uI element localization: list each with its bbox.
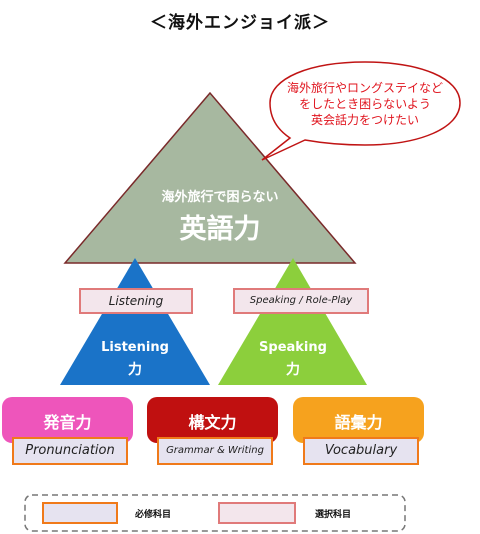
listening-elective-tag: Listening: [79, 288, 193, 314]
syntax-block: 構文力: [147, 397, 278, 443]
speech-bubble: [261, 61, 461, 161]
vocabulary-required-box: Vocabulary: [303, 437, 419, 465]
legend-elective-swatch: [218, 502, 296, 524]
speaking-label-sub: 力: [286, 362, 300, 378]
page-title: ＜海外エンジョイ派＞: [150, 13, 330, 33]
bubble-line: 海外旅行やロングステイなど: [286, 81, 443, 95]
legend-frame: [24, 494, 406, 532]
vocabulary-block: 語彙力: [293, 397, 424, 443]
speaking-label-text: Speaking: [259, 340, 327, 355]
listening-label: Listening 力: [90, 340, 180, 378]
bubble-line: 英会話力をつけたい: [310, 113, 419, 127]
main-triangle-subtitle: 海外旅行で困らない: [161, 190, 279, 205]
bubble-text: 海外旅行やロングステイなど をしたとき困らないよう 英会話力をつけたい: [283, 80, 447, 128]
listening-label-sub: 力: [128, 362, 142, 378]
listening-triangle: [60, 258, 210, 385]
listening-label-text: Listening: [101, 340, 169, 355]
legend-required-swatch: [42, 502, 118, 524]
main-triangle: [63, 91, 357, 264]
main-triangle-title: 英語力: [179, 214, 261, 245]
speaking-label: Speaking 力: [248, 340, 338, 378]
grammar-required-box: Grammar & Writing: [157, 437, 273, 465]
legend-elective-label: 選択科目: [315, 510, 352, 520]
speaking-triangle: [218, 258, 367, 385]
pronunciation-block: 発音力: [2, 397, 133, 443]
legend-required-label: 必修科目: [135, 510, 172, 520]
speaking-elective-tag: Speaking / Role-Play: [233, 288, 369, 314]
pronunciation-required-box: Pronunciation: [12, 437, 128, 465]
bubble-line: をしたとき困らないよう: [299, 97, 431, 111]
